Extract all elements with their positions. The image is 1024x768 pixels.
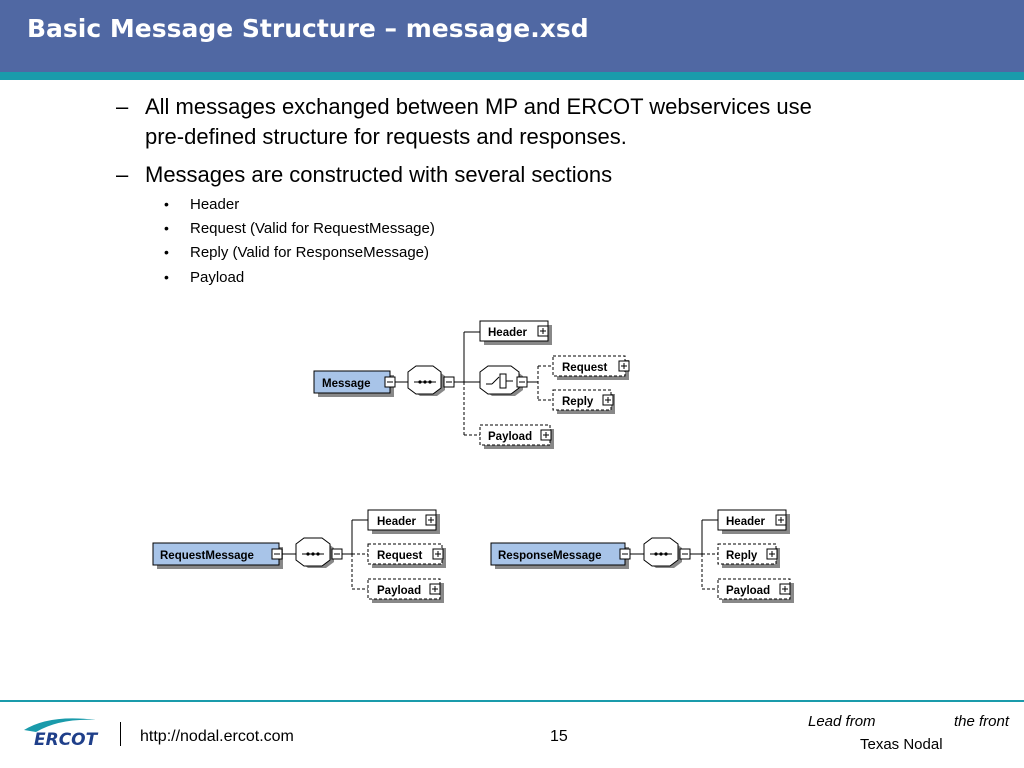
req-header-label: Header bbox=[377, 516, 417, 528]
footer-url-link[interactable]: http://nodal.ercot.com bbox=[140, 728, 294, 745]
main-payload-label: Payload bbox=[488, 431, 532, 443]
diagram-request-message: RequestMessage Header Request Payload bbox=[152, 509, 446, 603]
tagline-texas-nodal: Texas Nodal bbox=[860, 736, 943, 753]
logo-text: ERCOT bbox=[34, 730, 99, 750]
title-stripe bbox=[0, 72, 1024, 80]
sub-bullet-dot: • bbox=[164, 244, 169, 260]
sub-bullet-payload: Payload bbox=[190, 269, 245, 286]
slide-title: Basic Message Structure – message.xsd bbox=[27, 14, 589, 43]
title-bar bbox=[0, 0, 1024, 72]
bullet-2-line-1: Messages are constructed with several se… bbox=[145, 162, 613, 187]
diagram-response-message: ResponseMessage Header Reply Payload bbox=[490, 509, 794, 603]
req-payload-label: Payload bbox=[377, 585, 421, 597]
resp-reply-label: Reply bbox=[726, 550, 758, 562]
main-request-label: Request bbox=[562, 362, 608, 374]
sub-bullet-dot: • bbox=[164, 269, 169, 285]
bullet-1-line-1: All messages exchanged between MP and ER… bbox=[145, 94, 812, 119]
resp-payload-label: Payload bbox=[726, 585, 770, 597]
main-reply-label: Reply bbox=[562, 396, 594, 408]
diagram-message: Message Header Request bbox=[313, 320, 630, 449]
tagline-front: the front bbox=[954, 713, 1010, 730]
bullet-1-line-2: pre-defined structure for requests and r… bbox=[145, 124, 627, 149]
page-number: 15 bbox=[550, 728, 568, 745]
root-message-label: Message bbox=[322, 378, 371, 390]
sub-bullet-dot: • bbox=[164, 196, 169, 212]
bullet-dash: – bbox=[116, 94, 129, 119]
req-request-label: Request bbox=[377, 550, 423, 562]
ercot-logo: ERCOT bbox=[24, 718, 99, 750]
resp-header-label: Header bbox=[726, 516, 766, 528]
bullet-dash: – bbox=[116, 162, 129, 187]
main-header-label: Header bbox=[488, 327, 528, 339]
footer-separator bbox=[120, 722, 121, 746]
root-requestmessage-label: RequestMessage bbox=[160, 550, 254, 562]
tagline-lead: Lead from bbox=[808, 713, 876, 730]
sub-bullet-reply: Reply (Valid for ResponseMessage) bbox=[190, 244, 429, 261]
footer-rule bbox=[0, 700, 1024, 702]
sub-bullet-dot: • bbox=[164, 220, 169, 236]
sub-bullet-request: Request (Valid for RequestMessage) bbox=[190, 220, 435, 237]
sub-bullet-header: Header bbox=[190, 196, 240, 213]
root-responsemessage-label: ResponseMessage bbox=[498, 550, 602, 562]
